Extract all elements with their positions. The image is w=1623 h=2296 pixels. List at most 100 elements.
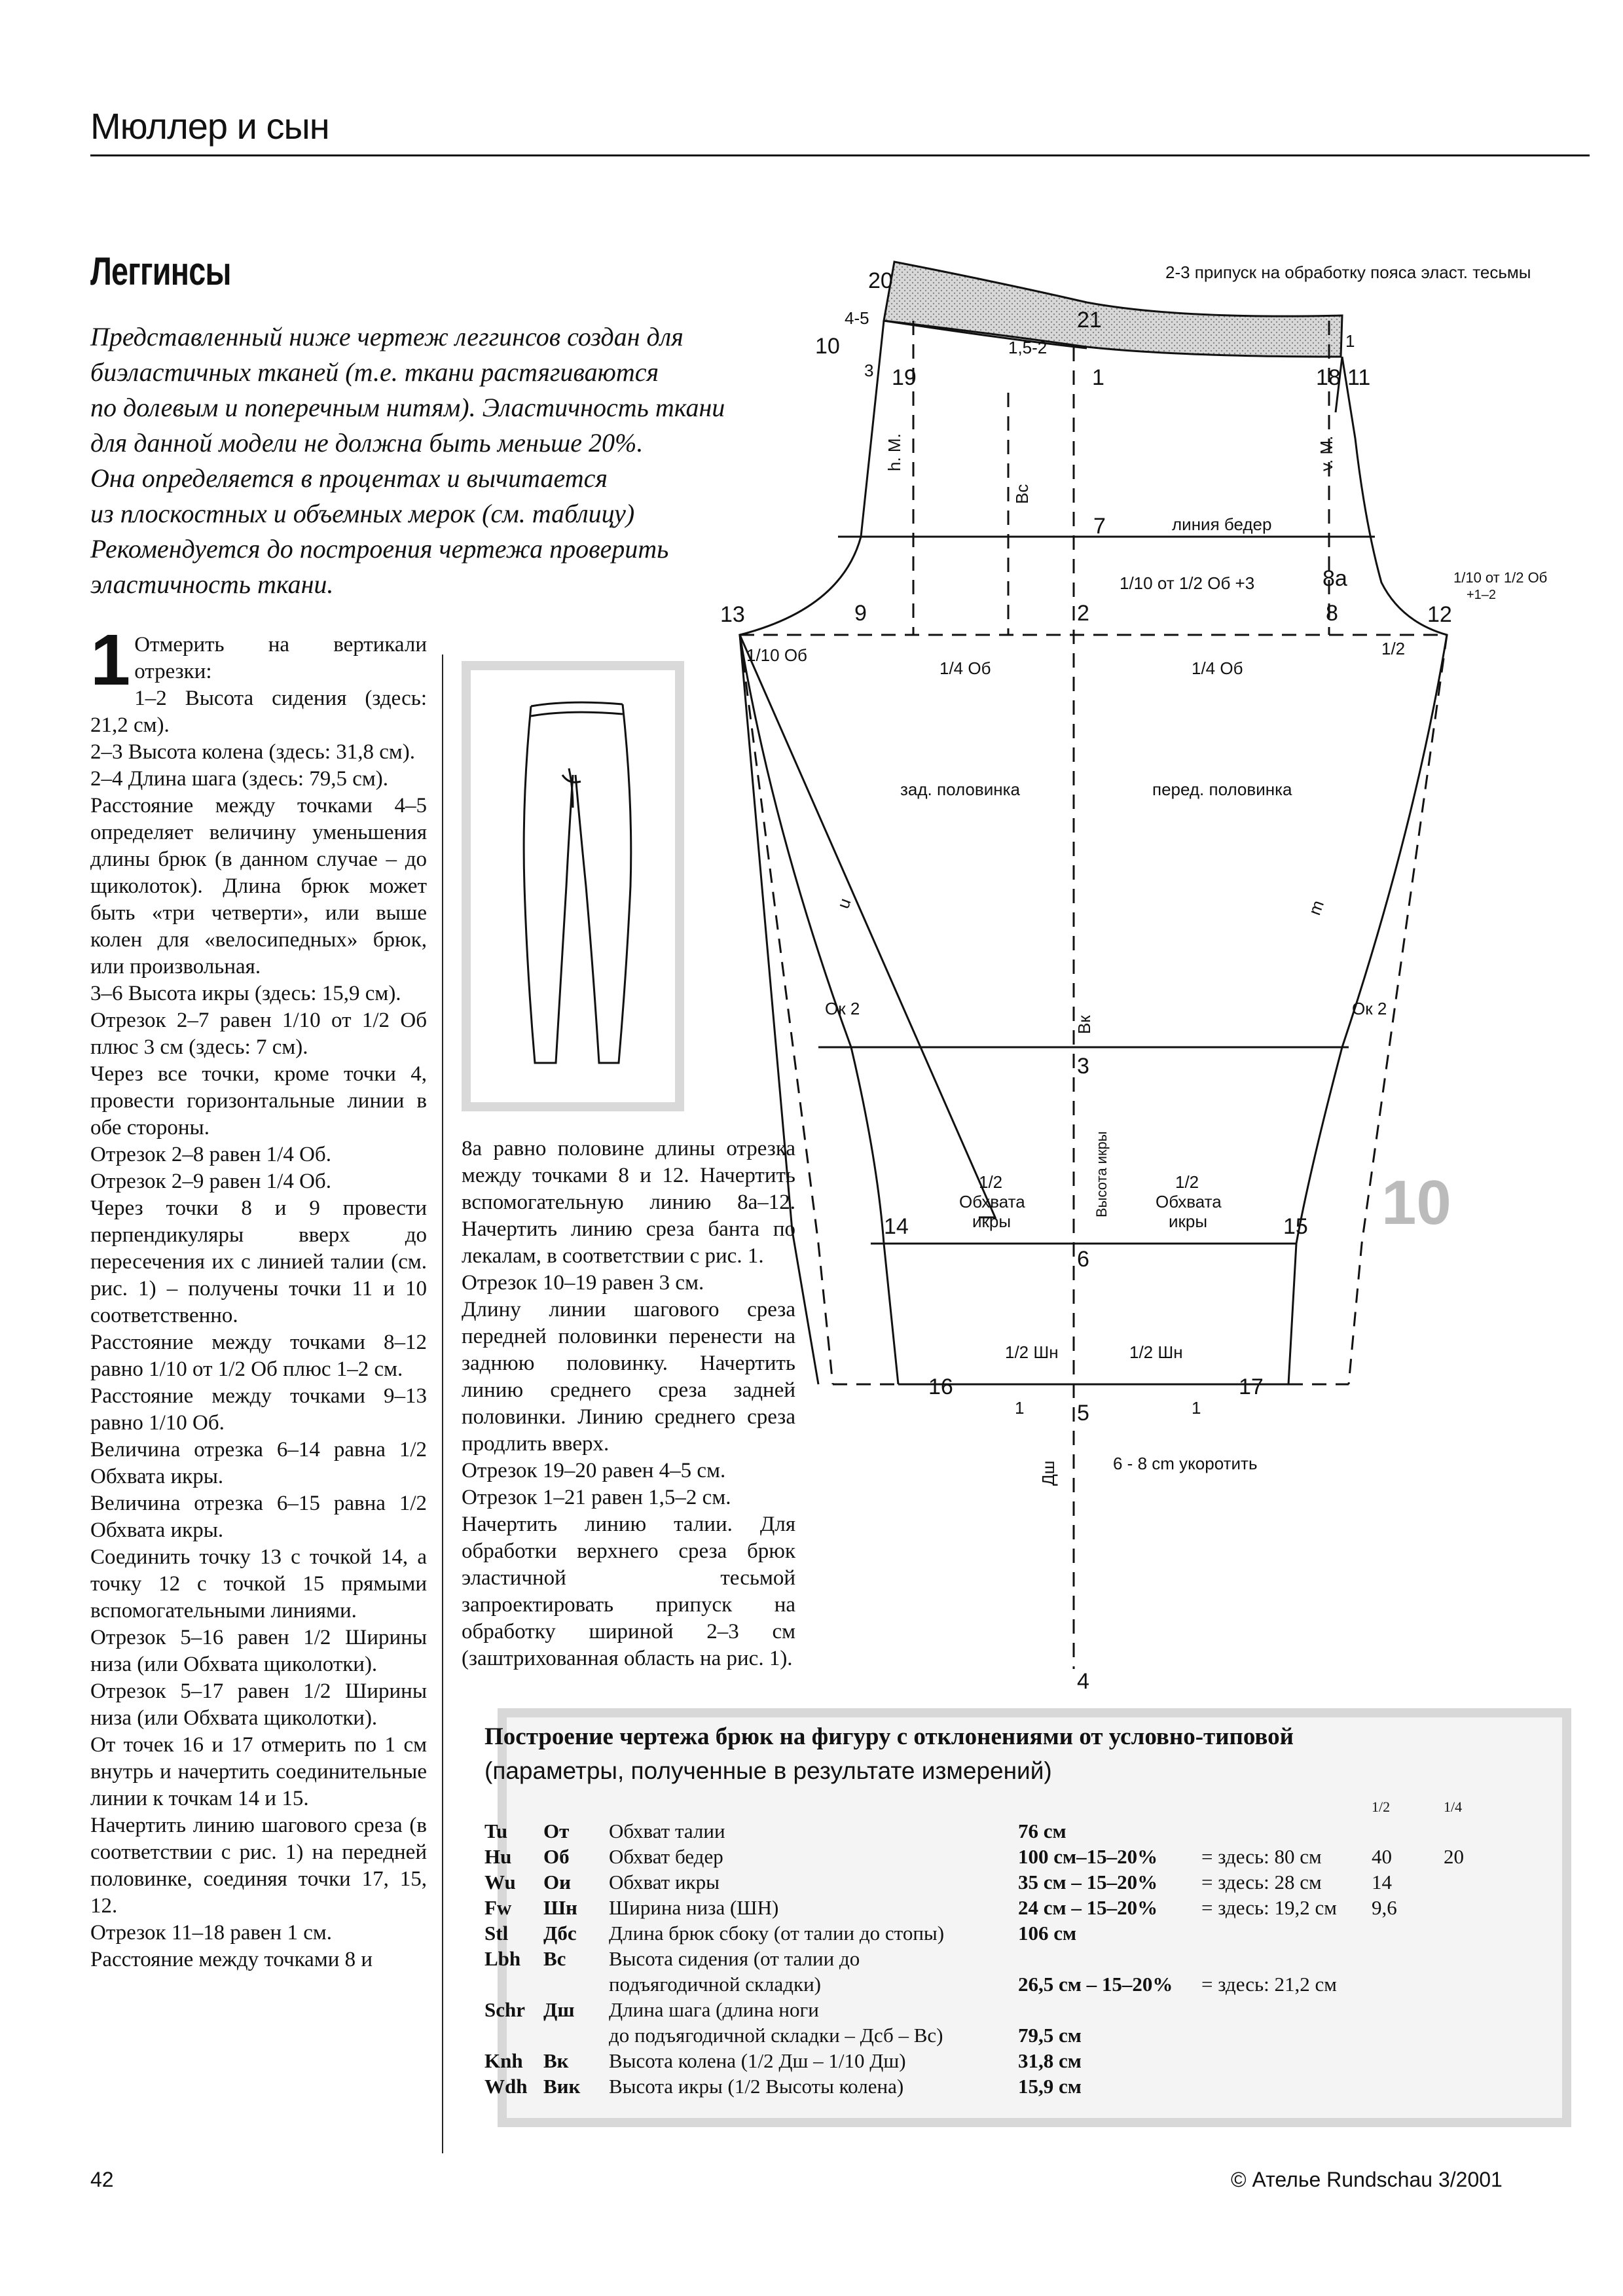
label-calf-half-left: Обхвата	[959, 1192, 1025, 1211]
instruction-paragraph: 8а равно половине длины отрезка между то…	[462, 1137, 795, 1268]
label-front-half: перед. половинка	[1152, 780, 1292, 799]
table-cell-code: Tu	[484, 1820, 508, 1842]
intro-line: Рекомендуется до построения чертежа пров…	[90, 534, 669, 564]
instruction-paragraph: Отрезок 10–19 равен 3 см.	[462, 1271, 704, 1295]
table-cell-value: 35 см – 15–20%	[1018, 1871, 1158, 1893]
point-5: 5	[1077, 1401, 1089, 1426]
table-cell-ru: Вик	[543, 2075, 581, 2098]
point-21: 21	[1077, 308, 1102, 332]
table-cell-name: Высота икры (1/2 Высоты колена)	[609, 2075, 904, 2098]
table-cell-name: Ширина низа (ШН)	[609, 1896, 779, 1919]
table-cell-value: 100 см–15–20%	[1018, 1845, 1158, 1868]
label-calf-height: Высота икры	[1093, 1131, 1110, 1217]
table-cell-here: = здесь: 21,2 см	[1201, 1973, 1337, 1996]
point-13: 13	[720, 602, 745, 627]
step-number: 1	[90, 620, 131, 700]
point-7: 7	[1093, 514, 1106, 539]
label-tenth-ob: 1/10 Об	[746, 645, 807, 665]
instruction-paragraph: Расстояние между точками 8 и	[90, 1948, 373, 1971]
table-subtitle: (параметры, полученные в результате изме…	[484, 1757, 1052, 1784]
table-cell-here: = здесь: 28 см	[1201, 1871, 1322, 1893]
table-cell-ru: Вк	[543, 2049, 569, 2072]
table-cell-value: 15,9 см	[1018, 2075, 1082, 2098]
point-11: 11	[1347, 365, 1370, 390]
table-cell-value: 24 см – 15–20%	[1018, 1896, 1158, 1919]
label-calf-half-right: Обхвата	[1156, 1192, 1222, 1211]
footer-copyright: © Ателье Rundschau 3/2001	[1231, 2168, 1503, 2191]
table-cell-half: 40	[1372, 1845, 1392, 1868]
table-cell-ru: Дш	[543, 1998, 575, 2021]
label-hm: h. M.	[884, 433, 904, 471]
label-4-5: 4-5	[845, 308, 869, 328]
label-1-5-2: 1,5-2	[1008, 338, 1047, 357]
table-cell-name: Длина шага (длина ноги	[609, 1998, 819, 2021]
instruction-paragraph: Величина отрезка 6–14 равна 1/2 Обхвата …	[90, 1438, 427, 1488]
label-vs: Вс	[1012, 484, 1032, 504]
instruction-paragraph: Расстояние между точками 9–13 равно 1/10…	[90, 1384, 427, 1435]
col-quarter-header: 1/4	[1444, 1799, 1463, 1815]
label-calf-half-right: 1/2	[1175, 1172, 1199, 1192]
table-cell-half: 9,6	[1372, 1896, 1397, 1919]
instruction-paragraph: Начертить линию шагового среза (в соотве…	[90, 1814, 427, 1918]
back-waist	[883, 319, 1087, 350]
table-cell-ru: Об	[543, 1845, 570, 1868]
front-side	[1334, 356, 1343, 413]
table-cell-value: 106 см	[1018, 1922, 1077, 1945]
point-16: 16	[928, 1374, 953, 1399]
label-3: 3	[864, 361, 873, 380]
point-14: 14	[884, 1214, 909, 1239]
table-cell-quarter: 20	[1444, 1845, 1464, 1868]
label-waist-allowance: 2-3 припуск на обработку пояса эласт. те…	[1165, 262, 1531, 282]
instruction-paragraph: Соединить точку 13 с точкой 14, а точку …	[90, 1545, 427, 1623]
table-cell-here: = здесь: 19,2 см	[1201, 1896, 1337, 1919]
label-u: u	[833, 895, 854, 911]
table-cell-ru: Вс	[543, 1947, 566, 1970]
instruction-paragraph: Через точки 8 и 9 провести перпендикуляр…	[90, 1196, 427, 1327]
page-number: 42	[90, 2168, 114, 2191]
intro-line: биэластичных тканей (т.е. ткани растягив…	[90, 357, 659, 387]
label-calf-half-right: икры	[1169, 1211, 1207, 1231]
table-cell-ru: Дбс	[543, 1922, 577, 1945]
back-crotch-to-hem	[739, 634, 900, 1385]
label-hip-line: линия бедер	[1172, 514, 1271, 534]
table-cell-value: 31,8 см	[1018, 2049, 1082, 2072]
label-hem-right: 1/2 Шн	[1129, 1342, 1183, 1362]
instructions-column-1: 1 Отмерить на вертикали отрезки: 1–2 Выс…	[90, 620, 427, 1973]
instructions-column-2: 8а равно половине длины отрезка между то…	[462, 1136, 795, 1672]
intro-line: по долевым и поперечным нитям). Эластичн…	[90, 393, 725, 422]
instruction-paragraph: Начертить линию талии. Для обработки вер…	[462, 1513, 795, 1670]
instruction-paragraph: Расстояние между точками 4–5 определяет …	[90, 794, 427, 978]
label-calf-half-left: икры	[972, 1211, 1011, 1231]
instruction-paragraph: 1–2 Высота сидения (здесь: 21,2 см).	[90, 687, 427, 737]
table-cell-name: Обхват икры	[609, 1871, 720, 1893]
label-crotch-ext2: +1–2	[1467, 588, 1496, 602]
intro-line: Она определяется в процентах и вычитаетс…	[90, 463, 608, 493]
leggings-sketch-frame	[462, 661, 684, 1111]
table-cell-ru: От	[543, 1820, 570, 1842]
column-divider	[442, 655, 443, 2153]
table-cell-name: подъягодичной складки)	[609, 1973, 821, 1996]
leggings-sketch-icon	[522, 701, 632, 1064]
instruction-paragraph: От точек 16 и 17 отмерить по 1 см внутрь…	[90, 1733, 427, 1810]
label-quarter-right: 1/4 Об	[1192, 658, 1243, 678]
point-8: 8	[1326, 601, 1338, 626]
point-4: 4	[1077, 1669, 1089, 1694]
table-cell-code: Wu	[484, 1871, 516, 1893]
table-cell-code: Lbh	[484, 1947, 521, 1970]
table-cell-value: 76 см	[1018, 1820, 1067, 1842]
instruction-paragraph: Величина отрезка 6–15 равна 1/2 Обхвата …	[90, 1492, 427, 1542]
label-shorten: 6 - 8 cm укоротить	[1113, 1454, 1258, 1473]
point-15: 15	[1283, 1214, 1308, 1239]
point-19: 19	[892, 365, 917, 390]
label-ok-right: Ок 2	[1352, 999, 1387, 1018]
table-cell-code: Hu	[484, 1845, 512, 1868]
measurements-table-box	[498, 1708, 1571, 2127]
table-cell-name: Длина брюк сбоку (от талии до стопы)	[609, 1922, 945, 1945]
label-half: 1/2	[1381, 639, 1405, 658]
table-cell-ru: Ои	[543, 1871, 571, 1893]
point-12: 12	[1427, 602, 1452, 627]
instruction-paragraph: Отрезок 5–17 равен 1/2 Ширины низа (или …	[90, 1679, 427, 1730]
intro-line: Представленный ниже чертеж леггинсов соз…	[90, 322, 684, 351]
table-cell-name: Высота сидения (от талии до	[609, 1947, 860, 1970]
label-dsh: Дш	[1038, 1461, 1058, 1486]
